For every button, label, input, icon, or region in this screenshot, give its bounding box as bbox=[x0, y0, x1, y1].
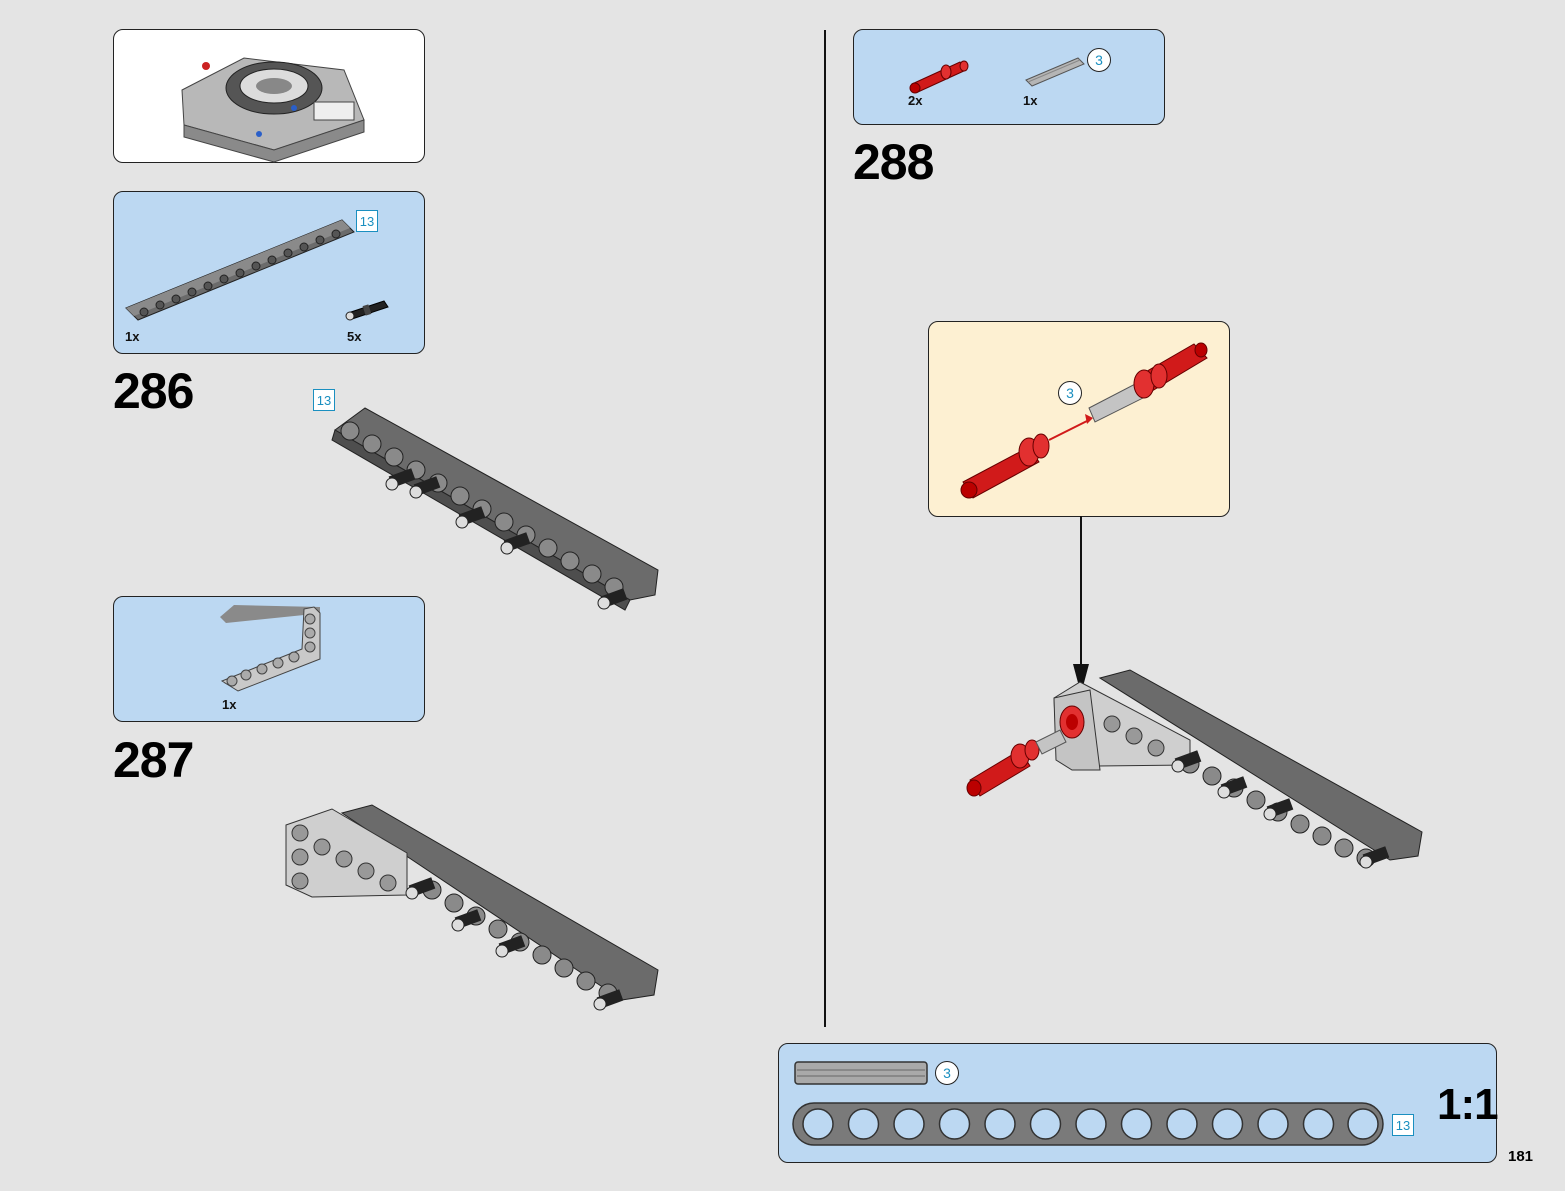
part-quantity: 1x bbox=[125, 329, 140, 344]
pin-part-image bbox=[345, 300, 389, 321]
beam-length-badge: 13 bbox=[1392, 1114, 1414, 1136]
scale-label: 1:1 bbox=[1437, 1080, 1499, 1129]
placement-arrow bbox=[1073, 516, 1089, 694]
step288-parts-box: 3 2x 1x bbox=[853, 29, 1165, 125]
callout-assembly-image bbox=[960, 342, 1208, 499]
axle-length-badge: 3 bbox=[1087, 48, 1111, 72]
part-quantity: 5x bbox=[347, 329, 362, 344]
part-quantity: 2x bbox=[908, 93, 923, 108]
subassembly-callout: 3 bbox=[928, 321, 1230, 517]
axle-3-part-image bbox=[1025, 57, 1085, 87]
part-quantity: 1x bbox=[222, 697, 237, 712]
axle-3-ruler bbox=[794, 1061, 928, 1085]
beam-13-part-image bbox=[125, 219, 355, 321]
step286-parts-box: 13 1x 5x bbox=[113, 191, 425, 354]
step288-assembly-image bbox=[966, 669, 1423, 869]
l-beam-part-image bbox=[220, 605, 321, 692]
step-number: 288 bbox=[853, 134, 934, 190]
step-number: 286 bbox=[113, 363, 194, 419]
part-quantity: 1x bbox=[1023, 93, 1038, 108]
step287-assembly-image bbox=[285, 804, 659, 1011]
preview-box bbox=[113, 29, 425, 163]
assembly-length-badge: 13 bbox=[313, 389, 335, 411]
axle-length-badge: 3 bbox=[935, 1061, 959, 1085]
beam-13-ruler bbox=[792, 1102, 1384, 1146]
axle-length-badge: 3 bbox=[1058, 381, 1082, 405]
step287-parts-box: 1x bbox=[113, 596, 425, 722]
page-number: 181 bbox=[1508, 1148, 1534, 1165]
scale-ruler-box: 3 13 bbox=[778, 1043, 1497, 1163]
column-divider bbox=[824, 30, 826, 1027]
preview-model-image bbox=[181, 57, 365, 163]
step286-assembly-image bbox=[331, 407, 659, 611]
part-length-badge: 13 bbox=[356, 210, 378, 232]
red-pin-part-image bbox=[909, 60, 969, 94]
step-number: 287 bbox=[113, 732, 194, 788]
